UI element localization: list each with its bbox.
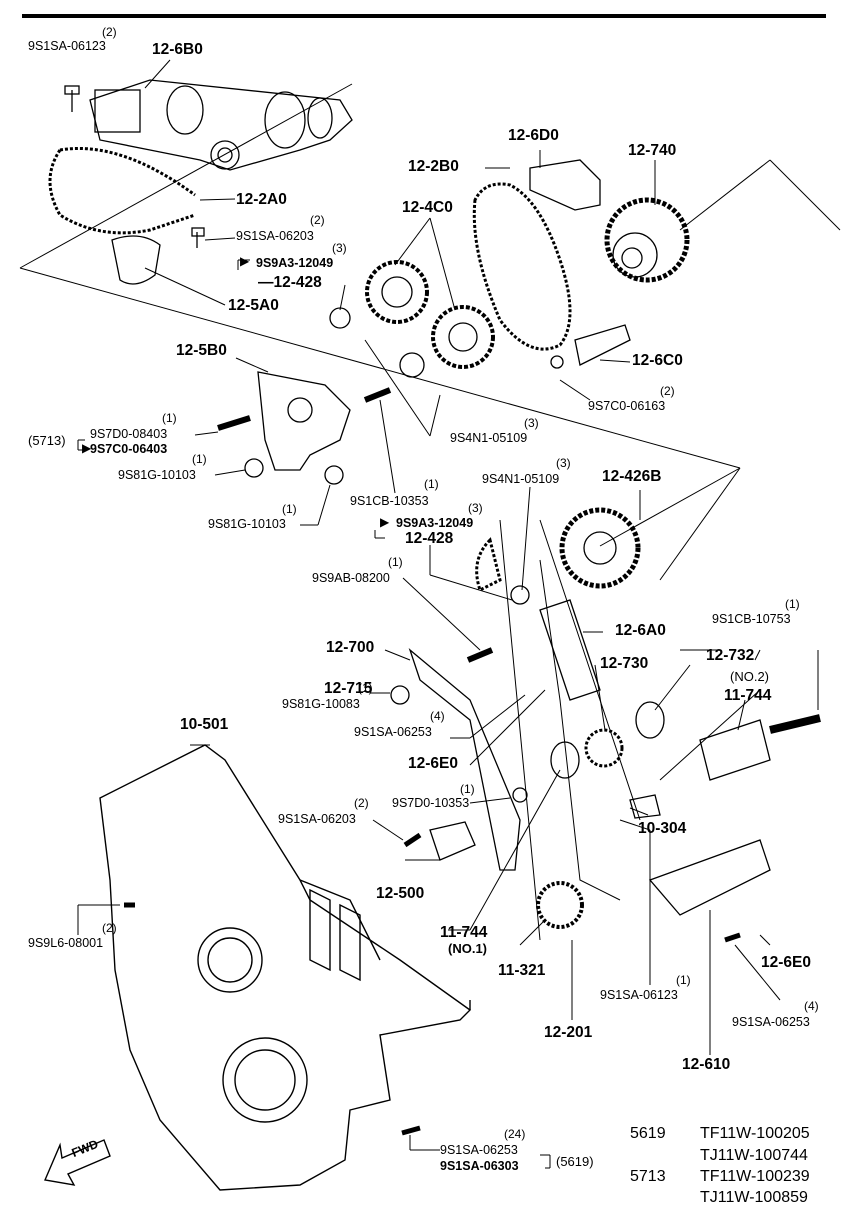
group-label: 12-730 [600, 655, 649, 672]
chain-tensioner-upper [472, 159, 631, 366]
quantity: (1) [785, 597, 800, 611]
guide-lines [19, 83, 841, 941]
quantity: (24) [504, 1127, 526, 1141]
part-number: 9S7C0-06163 [588, 399, 666, 413]
part-number: 9S1CB-10753 [712, 612, 791, 626]
group-label: 12-428 [405, 530, 454, 547]
group-label: 12-500 [376, 885, 425, 902]
part-number: 9S9L6-08001 [28, 936, 104, 950]
part-number: 9S1SA-06123 [28, 39, 106, 53]
group-label: 12-6C0 [632, 352, 683, 369]
part-number: 9S1SA-06253 [732, 1015, 810, 1029]
part-number: 9S9A3-12049 [396, 516, 474, 530]
model-note: (5713) [28, 433, 66, 448]
quantity: (2) [102, 25, 117, 39]
serial-code: 5713 [630, 1168, 666, 1185]
group-label: 12-732 [706, 647, 755, 664]
fasteners [124, 307, 741, 1136]
group-label: 12-6D0 [508, 127, 559, 144]
quantity: (1) [460, 782, 475, 796]
part-number: 9S7C0-06403 [90, 442, 168, 456]
group-label: 10-501 [180, 716, 229, 733]
quantity: (1) [162, 411, 177, 425]
group-label: 12-5B0 [176, 342, 227, 359]
quantity: (3) [556, 456, 571, 470]
quantity: (1) [282, 502, 297, 516]
part-number: 9S1SA-06303 [440, 1159, 519, 1173]
group-label: 11-744 [724, 687, 772, 704]
group-note: (NO.2) [730, 669, 769, 684]
quantity: (2) [660, 384, 675, 398]
part-number: 9S1SA-06253 [354, 725, 432, 739]
serial-code: 5619 [630, 1125, 666, 1142]
quantity: (1) [424, 477, 439, 491]
model-note: (5619) [556, 1154, 594, 1169]
part-number: 9S9A3-12049 [256, 256, 334, 270]
group-label: 12-201 [544, 1024, 593, 1041]
serial-range: TJ11W-100859 [700, 1189, 808, 1206]
part-number: 9S1SA-06203 [278, 812, 356, 826]
part-number: 9S9AB-08200 [312, 571, 390, 585]
group-label: 11-321 [498, 962, 546, 979]
quantity: (1) [192, 452, 207, 466]
group-label: 12-4C0 [402, 199, 453, 216]
serial-range: TJ11W-100744 [700, 1147, 808, 1164]
group-label: 10-304 [638, 820, 687, 837]
quantity: (1) [676, 973, 691, 987]
part-number: 9S81G-10103 [208, 517, 286, 531]
group-label: 12-6E0 [408, 755, 458, 772]
quantity: (3) [468, 501, 483, 515]
group-label: 12-5A0 [228, 297, 279, 314]
group-label: 11-744 [440, 924, 488, 941]
group-label: 12-6E0 [761, 954, 811, 971]
quantity: (1) [358, 681, 373, 695]
part-number: 9S7D0-10353 [392, 796, 470, 810]
quantity: (3) [524, 416, 539, 430]
group-label: 12-700 [326, 639, 375, 656]
part-number: 9S1SA-06123 [600, 988, 678, 1002]
serial-range: TF11W-100239 [700, 1168, 810, 1185]
arrow-marker-icon: ▶ [240, 254, 250, 268]
group-label: 12-6B0 [152, 41, 203, 58]
group-label: 12-740 [628, 142, 677, 159]
group-label: 12-715 [324, 680, 373, 697]
camshaft-assembly [48, 79, 353, 285]
fwd-arrow-icon [44, 1139, 111, 1186]
sprockets [365, 197, 690, 929]
arrow-marker-icon: ▶ [82, 441, 92, 455]
serial-range: TF11W-100205 [700, 1125, 810, 1142]
part-number: 9S81G-10083 [282, 697, 360, 711]
quantity: (2) [310, 213, 325, 227]
group-label: —12-428 [258, 274, 322, 291]
part-number: 9S1SA-06253 [440, 1143, 518, 1157]
group-label: 12-2A0 [236, 191, 287, 208]
part-number: 9S7D0-08403 [90, 427, 168, 441]
part-number: 9S4N1-05109 [482, 472, 560, 486]
arrow-marker-icon: ▶ [380, 515, 390, 529]
part-number: 9S81G-10103 [118, 468, 196, 482]
part-number: 9S1SA-06203 [236, 229, 314, 243]
group-label: 12-426B [602, 468, 662, 485]
part-number: 9S1CB-10353 [350, 494, 429, 508]
group-note: (NO.1) [448, 941, 487, 956]
part-number: 9S4N1-05109 [450, 431, 528, 445]
quantity: (4) [430, 709, 445, 723]
group-label: 12-2B0 [408, 158, 459, 175]
group-label: 12-610 [682, 1056, 731, 1073]
group-label: 12-6A0 [615, 622, 666, 639]
bracket-12-5B0 [257, 371, 351, 471]
quantity: (2) [354, 796, 369, 810]
quantity: (2) [102, 921, 117, 935]
quantity: (3) [332, 241, 347, 255]
quantity: (4) [804, 999, 819, 1013]
leader-lines [77, 59, 819, 1169]
timing-cover-10-501 [99, 744, 472, 1191]
crankshaft-parts [429, 701, 821, 861]
quantity: (1) [388, 555, 403, 569]
chain-guides [408, 537, 771, 916]
